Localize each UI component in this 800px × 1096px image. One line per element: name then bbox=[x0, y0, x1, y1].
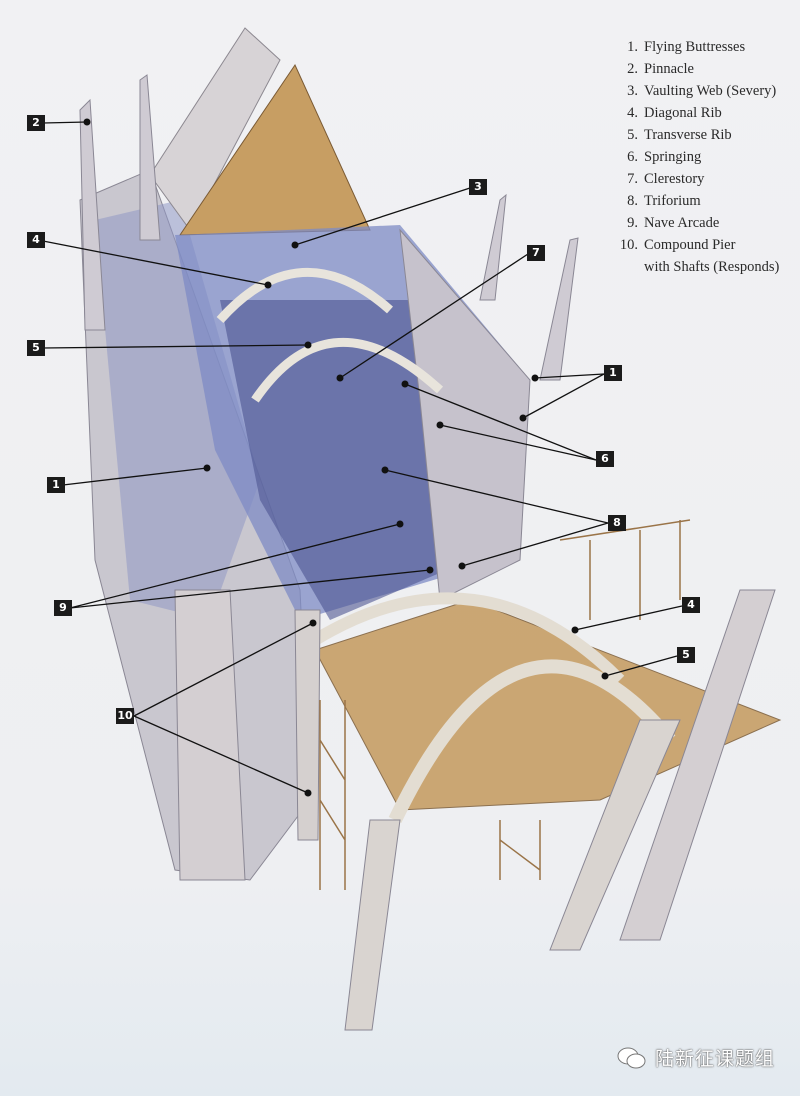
legend-num: 6. bbox=[627, 149, 638, 165]
lower-transverse-rib bbox=[388, 659, 676, 824]
callout-tag-10: 10 bbox=[116, 708, 134, 724]
callout-tag-4-lower: 4 bbox=[682, 597, 700, 613]
roof-slope bbox=[149, 27, 281, 231]
legend-num: 2. bbox=[627, 61, 638, 77]
callout-tag-8: 8 bbox=[608, 515, 626, 531]
pinnacle bbox=[79, 98, 106, 331]
legend-item: 1. Flying Buttresses bbox=[612, 36, 779, 58]
legend-item: 10. Compound Pier bbox=[612, 234, 779, 256]
legend: 1. Flying Buttresses 2. Pinnacle 3. Vaultin… bbox=[612, 36, 779, 278]
legend-continuation: with Shafts (Responds) bbox=[644, 259, 780, 275]
legend-label: Compound Pier bbox=[644, 237, 736, 253]
buttress-right bbox=[619, 589, 776, 941]
callout-tag-1-left: 1 bbox=[47, 477, 65, 493]
legend-num: 1. bbox=[627, 39, 638, 55]
legend-label: Transverse Rib bbox=[644, 127, 732, 143]
legend-num: 9. bbox=[627, 215, 638, 231]
legend-num: 8. bbox=[627, 193, 638, 209]
callout-tag-1-right: 1 bbox=[604, 365, 622, 381]
wechat-icon bbox=[617, 1047, 646, 1068]
lower-diagonal-rib bbox=[311, 592, 625, 685]
left-base-pier bbox=[174, 589, 246, 881]
legend-item: 3. Vaulting Web (Severy) bbox=[612, 80, 779, 102]
legend-label: Nave Arcade bbox=[644, 215, 720, 231]
legend-item: 8. Triforium bbox=[612, 190, 779, 212]
legend-item: 9. Nave Arcade bbox=[612, 212, 779, 234]
legend-num: 10. bbox=[619, 237, 638, 253]
diagonal-rib bbox=[216, 267, 393, 323]
callout-tag-5: 5 bbox=[27, 340, 45, 356]
legend-item: 5. Transverse Rib bbox=[612, 124, 779, 146]
legend-label: Pinnacle bbox=[644, 61, 694, 77]
legend-label: Flying Buttresses bbox=[644, 39, 746, 55]
legend-num: 4. bbox=[627, 105, 638, 121]
legend-label: Diagonal Rib bbox=[644, 105, 722, 121]
leader-dots bbox=[83, 118, 609, 797]
pinnacle bbox=[479, 193, 507, 301]
legend-num: 5. bbox=[627, 127, 638, 143]
pinnacle bbox=[139, 74, 161, 241]
callout-tag-5-lower: 5 bbox=[677, 647, 695, 663]
legend-label: Vaulting Web (Severy) bbox=[644, 83, 777, 99]
legend-item: 4. Diagonal Rib bbox=[612, 102, 779, 124]
callout-tag-7: 7 bbox=[527, 245, 545, 261]
legend-label: Clerestory bbox=[644, 171, 705, 187]
callout-tag-3: 3 bbox=[469, 179, 487, 195]
pier-front bbox=[344, 819, 401, 1031]
callout-tag-6: 6 bbox=[596, 451, 614, 467]
pinnacle bbox=[539, 237, 579, 381]
legend-item: 2. Pinnacle bbox=[612, 58, 779, 80]
transverse-rib bbox=[251, 338, 444, 403]
legend-item: 7. Clerestory bbox=[612, 168, 779, 190]
left-buttress-bay bbox=[95, 200, 260, 620]
callout-tag-4: 4 bbox=[27, 232, 45, 248]
watermark-text: 陆新征课题组 bbox=[655, 1048, 776, 1070]
legend-num: 7. bbox=[627, 171, 638, 187]
legend-item: 6. Springing bbox=[612, 146, 779, 168]
leader-lines bbox=[42, 121, 683, 794]
callout-tag-9: 9 bbox=[54, 600, 72, 616]
nave-interior bbox=[220, 300, 470, 620]
legend-label: Triforium bbox=[644, 193, 701, 209]
legend-label: Springing bbox=[644, 149, 702, 165]
watermark: 陆新征课题组 bbox=[617, 1044, 775, 1071]
pier-right bbox=[549, 719, 681, 951]
legend-num: 3. bbox=[627, 83, 638, 99]
compound-pier bbox=[294, 609, 321, 841]
callout-tag-2: 2 bbox=[27, 115, 45, 131]
